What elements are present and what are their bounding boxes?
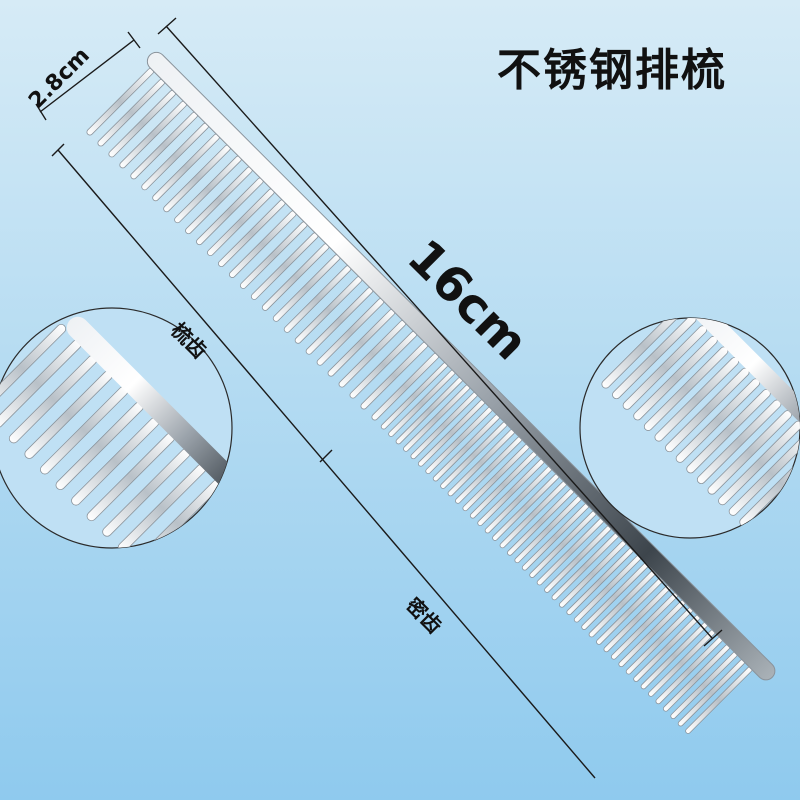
comb-tooth [180, 526, 232, 548]
comb-tooth [0, 323, 67, 413]
comb-teeth [86, 67, 753, 734]
comb-tooth [792, 495, 800, 538]
comb-tooth [601, 318, 686, 389]
width-dimension-line [35, 31, 141, 121]
zoom-circle-coarse-teeth [0, 307, 233, 549]
comb-tooth [718, 420, 800, 506]
comb-tooth [781, 484, 800, 538]
zoom-circle-fine-teeth [579, 317, 800, 539]
comb-tooth [612, 318, 697, 400]
product-title: 不锈钢排梳 [497, 45, 727, 96]
length-dimension-line [157, 17, 723, 647]
comb-tooth [728, 431, 800, 516]
teeth-guide-line [51, 143, 596, 779]
